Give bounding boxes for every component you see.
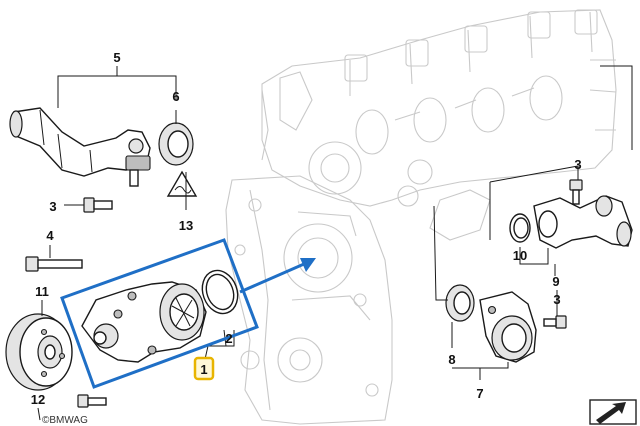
navigation-arrow-icon[interactable] (589, 399, 637, 425)
callout-12[interactable]: 12 (31, 392, 45, 407)
callout-8[interactable]: 8 (448, 352, 455, 367)
watermark: ©BMWAG (42, 415, 88, 426)
callout-3-right-lower[interactable]: 3 (553, 292, 560, 307)
coolant-pipe-part[interactable] (9, 107, 151, 187)
selected-callout-box[interactable] (193, 356, 215, 381)
callout-1[interactable]: 1 (200, 362, 207, 377)
water-pump-gasket-part[interactable] (197, 266, 244, 319)
callout-10[interactable]: 10 (513, 248, 527, 263)
engine-block-outline (225, 9, 617, 425)
callout-6[interactable]: 6 (172, 89, 179, 104)
water-pump-highlight-box (60, 238, 259, 389)
long-bolt-part[interactable] (25, 256, 83, 272)
callout-7[interactable]: 7 (476, 386, 483, 401)
pulley-part[interactable] (5, 313, 73, 391)
leader-lines (37, 65, 633, 421)
ring-part-10[interactable] (509, 213, 531, 243)
outlet-pipe-part[interactable] (533, 195, 633, 249)
bolt-part-right-lower[interactable] (543, 315, 567, 329)
callout-2[interactable]: 2 (225, 331, 232, 346)
callout-3-left[interactable]: 3 (49, 199, 56, 214)
ring-part-8[interactable] (445, 284, 475, 322)
sealing-ring-part[interactable] (158, 122, 194, 166)
warning-label-part[interactable] (166, 170, 198, 197)
callout-13[interactable]: 13 (179, 218, 193, 233)
callout-labels: 1 2 3 3 3 4 5 6 7 8 9 10 11 12 13 (31, 50, 582, 407)
callout-11[interactable]: 11 (35, 284, 49, 299)
thermostat-housing-part[interactable] (479, 291, 537, 363)
pulley-bolt-part[interactable] (77, 394, 107, 408)
water-pump-part[interactable] (81, 281, 207, 363)
highlight-arrow-head (300, 258, 316, 272)
bolt-part-right-upper[interactable] (569, 179, 583, 205)
callout-4[interactable]: 4 (46, 228, 54, 243)
highlight-frame (60, 238, 316, 389)
bolt-part-left[interactable] (83, 197, 113, 213)
callout-3-right-upper[interactable]: 3 (574, 157, 581, 172)
highlight-arrow (239, 262, 305, 294)
callout-9[interactable]: 9 (552, 274, 559, 289)
callout-5[interactable]: 5 (113, 50, 120, 65)
